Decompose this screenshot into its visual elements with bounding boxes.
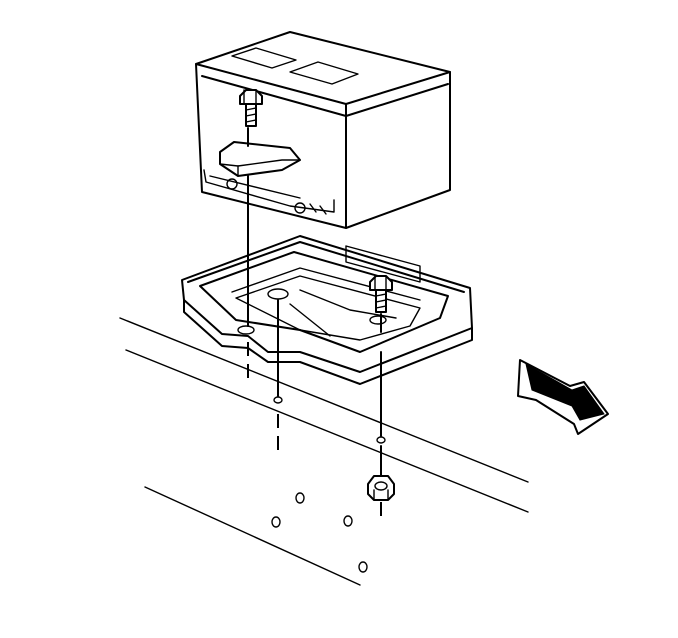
front-direction-arrow-icon [517, 359, 609, 435]
tray-bolt [369, 275, 393, 313]
frame-hole [358, 561, 368, 573]
battery-tray [181, 235, 473, 385]
tray-mount-hole [237, 325, 255, 335]
frame-hole [343, 515, 353, 527]
battery-cap [231, 47, 297, 69]
frame-hole [295, 492, 305, 504]
tray-mount-hole [369, 315, 387, 325]
frame-rail [119, 317, 529, 586]
alignment-lines [247, 127, 386, 520]
hold-down-clamp [219, 141, 301, 177]
battery-cap [289, 61, 359, 85]
tray-nut [367, 475, 395, 501]
battery [195, 31, 451, 229]
clamp-bolt [239, 89, 263, 127]
frame-hole [271, 516, 281, 528]
